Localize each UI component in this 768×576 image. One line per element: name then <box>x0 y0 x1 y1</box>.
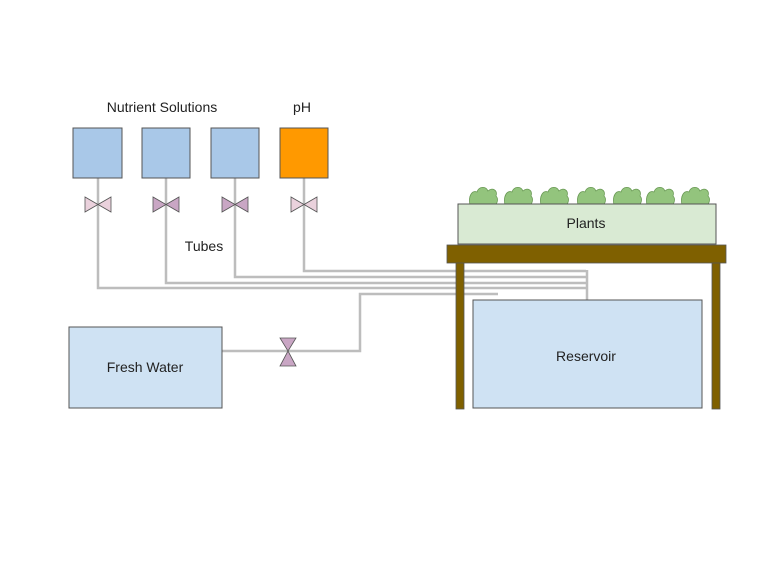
label-ph: pH <box>293 99 311 115</box>
valve-fresh-water <box>279 337 297 367</box>
plant-leaves <box>469 186 710 206</box>
tube-fresh-water <box>222 292 498 353</box>
nutrient-tank-2 <box>141 127 191 179</box>
valves <box>84 196 318 367</box>
tube-nutrient-1 <box>96 178 586 290</box>
plant-leaf-5 <box>613 186 642 206</box>
nutrient-tanks <box>72 127 329 179</box>
table-leg-left <box>455 261 465 410</box>
valve-3 <box>221 196 249 213</box>
tube-network <box>96 178 589 353</box>
reservoir-tank <box>472 299 703 409</box>
plant-leaf-4 <box>577 186 606 206</box>
nutrient-tank-3 <box>210 127 260 179</box>
valve-ph <box>290 196 318 213</box>
label-plants: Plants <box>567 215 606 231</box>
ph-tank <box>279 127 329 179</box>
label-fresh-water: Fresh Water <box>107 359 184 375</box>
tube-ph <box>302 178 586 273</box>
plant-leaf-3 <box>540 186 569 206</box>
plant-leaf-2 <box>504 186 533 206</box>
nutrient-tank-1 <box>72 127 123 179</box>
tube-nutrient-2 <box>164 178 586 285</box>
label-tubes: Tubes <box>185 238 223 254</box>
plant-tray <box>457 203 717 245</box>
label-reservoir: Reservoir <box>556 348 616 364</box>
label-nutrient-solutions: Nutrient Solutions <box>107 99 218 115</box>
table-top <box>446 244 727 264</box>
valve-2 <box>152 196 180 213</box>
fresh-water-tank <box>68 326 223 409</box>
plant-leaf-1 <box>469 186 498 206</box>
plant-leaf-6 <box>646 186 675 206</box>
tube-nutrient-3 <box>233 178 586 279</box>
plant-leaf-7 <box>681 186 710 206</box>
valve-1 <box>84 196 112 213</box>
table <box>446 244 727 410</box>
table-leg-right <box>711 261 721 410</box>
